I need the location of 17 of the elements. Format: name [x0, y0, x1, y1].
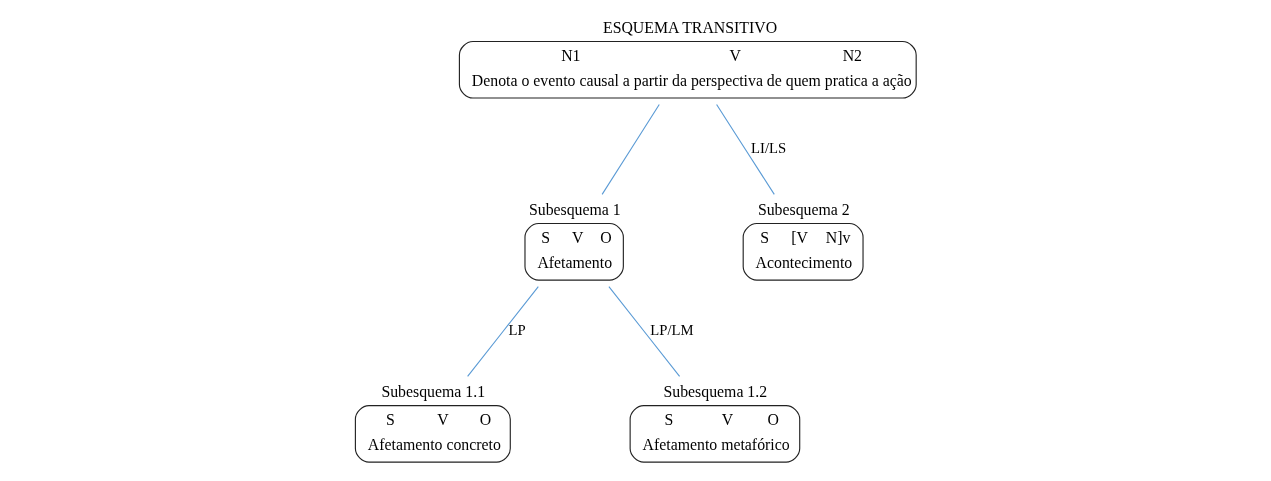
node-label: ESQUEMA TRANSITIVO	[603, 18, 778, 36]
node-box: S V O Afetamento	[524, 222, 624, 281]
node-label: Subesquema 1	[528, 200, 621, 218]
edge-label: LI/LS	[751, 140, 787, 157]
node-box: S V O Afetamento concreto	[354, 405, 511, 463]
node-label: Subesquema 1.2	[663, 382, 768, 400]
node-label: Subesquema 1.1	[381, 382, 486, 400]
connector	[716, 103, 775, 195]
connector	[467, 285, 539, 377]
edge-label: LP/LM	[650, 322, 694, 339]
connector	[601, 103, 660, 195]
node-box: S [V N]v Acontecimento	[742, 222, 864, 281]
edge-label: LP	[508, 322, 526, 339]
node-label: Subesquema 2	[757, 200, 850, 218]
node-box: N1 V N2 Denota o evento causal a partir da perspectiva de quem pratica a ação	[458, 40, 917, 99]
connector	[608, 285, 681, 377]
node-box: S V O Afetamento metafórico	[629, 405, 801, 463]
